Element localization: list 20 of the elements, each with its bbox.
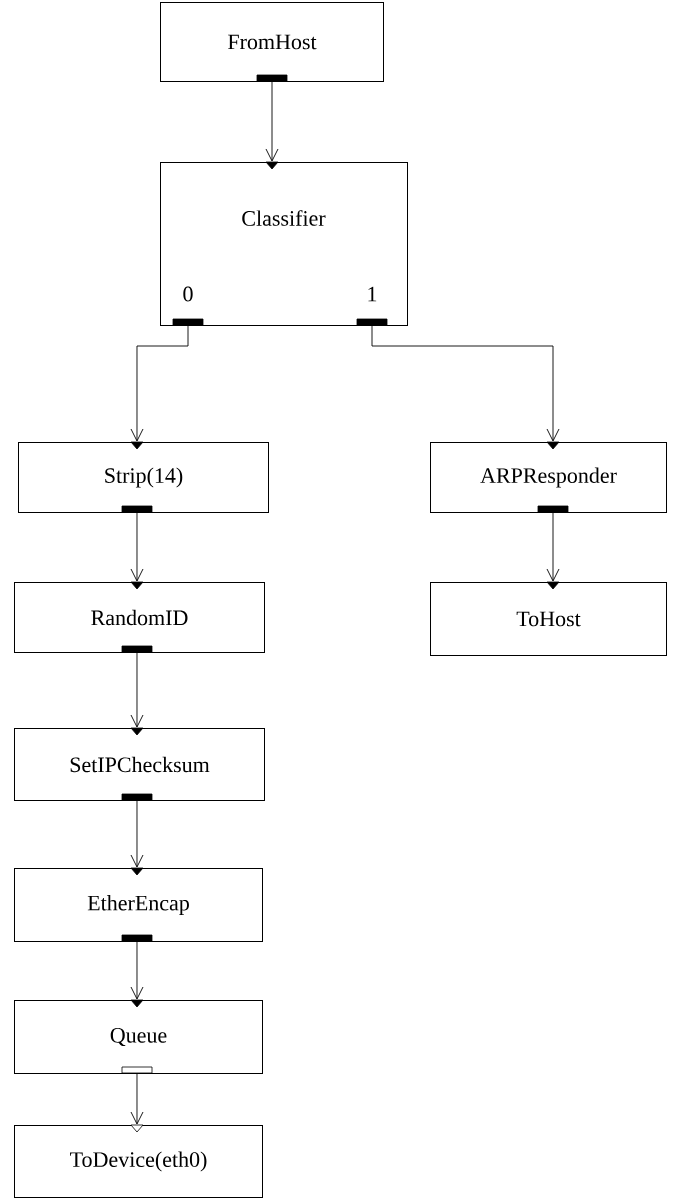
arrow <box>546 512 560 582</box>
arrow <box>130 325 189 442</box>
arrow <box>265 81 279 162</box>
element-box: ToDevice(eth0) <box>14 1125 263 1198</box>
arrow <box>130 1073 144 1125</box>
element-box: SetIPChecksum <box>14 728 265 801</box>
port-label: 1 <box>368 286 377 302</box>
port-label: 0 <box>183 286 193 302</box>
element-box: Queue <box>14 1000 263 1074</box>
arrow <box>371 325 560 442</box>
element-box: ToHost <box>430 582 667 656</box>
element-box: FromHost <box>160 2 384 82</box>
element-box: EtherEncap <box>14 868 263 942</box>
arrow <box>130 652 144 728</box>
arrow <box>130 941 144 1000</box>
element-box: ARPResponder <box>430 442 667 513</box>
element-box: RandomID <box>14 582 265 653</box>
element-box: Strip(14) <box>18 442 269 513</box>
arrow <box>130 512 144 582</box>
arrow <box>130 800 144 868</box>
